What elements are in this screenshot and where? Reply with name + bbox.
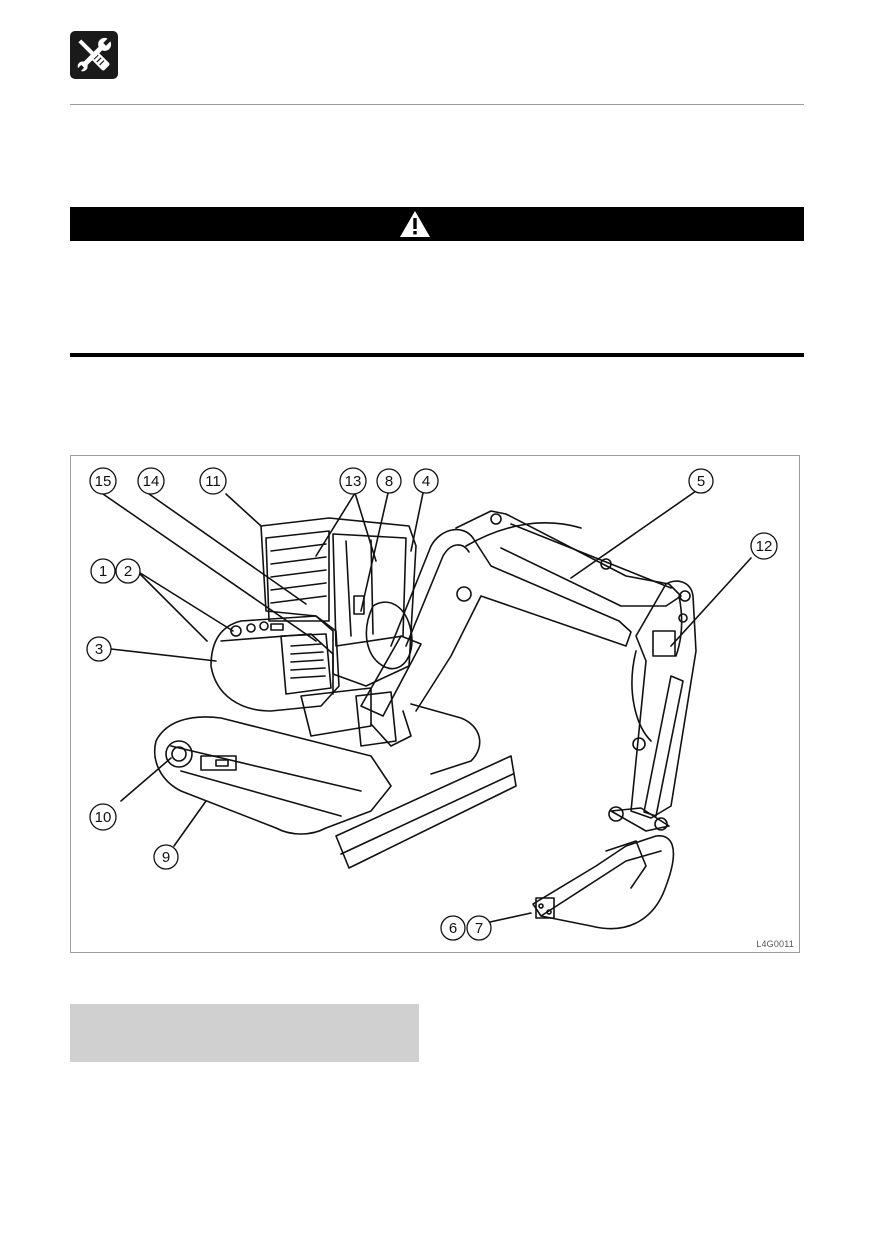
callout-13: 13 [339,467,367,495]
leader-4 [410,492,424,552]
callout-8: 8 [376,468,402,494]
svg-text:8: 8 [385,473,393,490]
svg-text:5: 5 [697,473,705,490]
leader-5 [570,490,697,579]
callout-2: 2 [115,558,141,584]
callout-3: 3 [86,636,112,662]
bucket [532,835,675,930]
header-divider [70,104,804,105]
excavator-figure: 1 2 3 4 5 6 7 8 9 10 11 12 13 14 15 L4G0… [70,455,800,953]
svg-text:12: 12 [756,538,773,555]
leader-1 [136,570,208,642]
svg-text:14: 14 [143,473,160,490]
svg-text:3: 3 [95,641,103,658]
svg-text:7: 7 [475,920,483,937]
leader-3 [110,648,217,662]
leader-15 [102,493,317,642]
dipper-arm [630,580,697,819]
callout-9: 9 [153,844,179,870]
engine-hood [210,615,340,712]
callout-11: 11 [199,467,227,495]
dozer-blade [335,755,517,869]
track-roller-plate [200,755,237,771]
leader-14 [148,493,307,605]
leader-12 [670,557,752,647]
callout-labels: 1 2 3 4 5 6 7 8 9 10 11 12 13 14 15 [86,467,778,941]
main-boom [390,528,632,712]
boom-cylinder [360,635,422,717]
callout-12: 12 [750,532,778,560]
leader-11 [225,493,262,527]
warning-end-rule [70,353,804,357]
leader-13a [315,492,356,557]
bucket-cylinder [643,675,684,817]
leader-2 [136,570,234,632]
svg-text:1: 1 [99,563,107,580]
gray-section-box [70,1004,419,1062]
callout-7: 7 [466,915,492,941]
leader-10 [120,757,172,802]
callout-14: 14 [137,467,165,495]
operator-canopy [260,517,417,687]
svg-text:11: 11 [205,473,221,490]
svg-text:15: 15 [95,473,112,490]
boom-pin [456,586,472,602]
leader-8 [360,492,389,612]
warning-triangle-icon [400,211,430,237]
left-track [154,716,392,835]
leader-13b [354,492,377,562]
excavator-drawing: 1 2 3 4 5 6 7 8 9 10 11 12 13 14 15 [86,467,778,941]
callout-4: 4 [413,468,439,494]
right-track [410,703,481,775]
callout-1: 1 [90,558,116,584]
svg-text:13: 13 [345,473,362,490]
maintenance-wrench-icon [70,31,118,79]
bucket-tooth [535,897,555,919]
callout-6: 6 [440,915,466,941]
svg-text:10: 10 [95,809,112,826]
control-lever [353,595,365,615]
svg-text:4: 4 [422,473,430,490]
warning-banner [70,207,804,241]
callout-15: 15 [89,467,117,495]
leader-9 [173,800,207,847]
callout-10: 10 [89,803,117,831]
arm-label-plate [652,630,676,657]
arm-cylinder [455,510,682,607]
figure-code: L4G0011 [756,939,794,949]
callout-5: 5 [688,468,714,494]
svg-text:6: 6 [449,920,457,937]
svg-text:9: 9 [162,849,170,866]
front-guard [270,543,327,604]
svg-text:2: 2 [124,563,132,580]
